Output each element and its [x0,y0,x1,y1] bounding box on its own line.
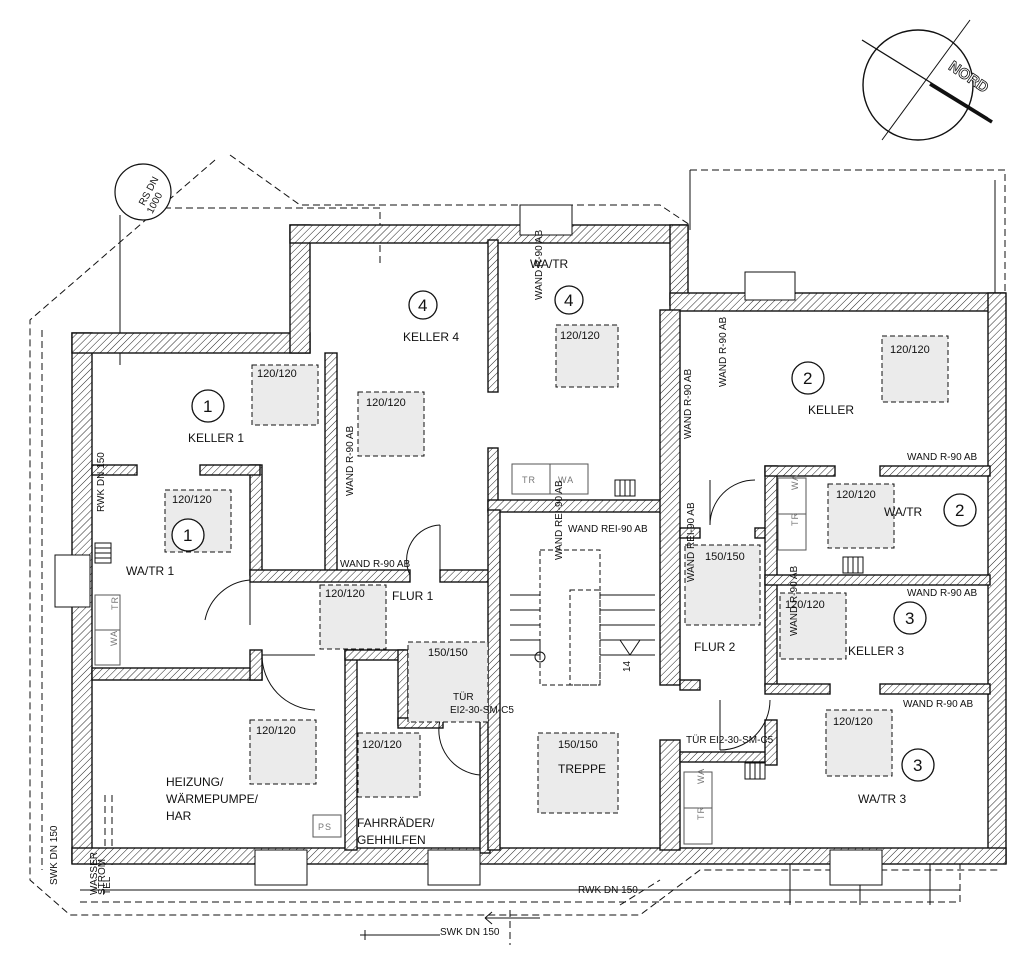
shaft-label: 120/120 [785,599,825,611]
fixture-tr-label: TR [696,806,706,820]
shaft-label: 150/150 [428,647,468,659]
pipe-rwk-bottom: RWK DN 150 [578,885,638,896]
north-compass: NORD [861,19,993,141]
stairs: 14 [510,549,655,686]
room-number-watr3: 3 [913,756,922,775]
room-heizung-label-1: HEIZUNG/ [166,775,224,789]
shaft-label: 120/120 [890,344,930,356]
shaft-label: 120/120 [325,588,365,600]
fixture-tr-label: TR [790,512,800,526]
wall-label: WAND REI-90 AB [568,524,648,535]
room-number-watr4: 4 [564,291,573,310]
walls [54,204,1007,886]
room-number-keller3: 3 [905,609,914,628]
supply-tel: TEL [102,876,113,895]
pipe-rwk-left: RWK DN 150 [96,452,107,512]
room-number-keller1: 1 [203,397,212,416]
wall-label: WAND R-90 AB [907,588,978,599]
wall-label: WAND R-90 AB [907,452,978,463]
fixture-wa-label: WA [790,474,800,490]
pipe-labels: RWK DN 150 SWK DN 150 RWK DN 150 SWK DN … [49,452,638,938]
fixture-wa-label: WA [558,475,574,485]
shaft-label: 120/120 [366,397,406,409]
room-watr4-label: WA/TR [530,257,569,271]
room-keller4-label: KELLER 4 [403,330,459,344]
wall-label: WAND R-90 AB [534,229,545,300]
room-keller2-label: KELLER [808,403,854,417]
shaft-label: 150/150 [558,739,598,751]
room-heizung-label-3: HAR [166,809,192,823]
wall-label: WAND R-90 AB [345,425,356,496]
wall-label: WAND REI-90 AB [686,502,697,582]
shaft-label: 120/120 [560,330,600,342]
fixture-wa-label: WA [696,768,706,784]
room-watr2-label: WA/TR [884,505,923,519]
room-number-watr2: 2 [955,501,964,520]
shaft-label: 120/120 [256,725,296,737]
shaft-label: 120/120 [836,489,876,501]
door-labels: TÜR EI2-30-SM-C5 TÜR EI2-30-SM-C5 [450,691,774,746]
supply-strom: STROM [97,859,108,895]
room-keller1-label: KELLER 1 [188,431,244,445]
fixtures: TR WA TR WA WA TR WA TR PS [94,463,864,845]
room-labels: KELLER 1 WA/TR 1 KELLER 4 WA/TR KELLER W… [126,257,923,847]
room-keller3-label: KELLER 3 [848,644,904,658]
room-watr1-label: WA/TR 1 [126,564,175,578]
shafts: 120/120 120/120 120/120 120/120 120/120 … [164,324,949,814]
wall-labels: WAND R-90 AB WAND R-90 AB WAND R-90 AB W… [340,229,978,710]
room-fahrraeder-label-2: GEHHILFEN [357,833,426,847]
door-label-tuer: TÜR [453,691,474,703]
wall-label: WAND R-90 AB [683,368,694,439]
wall-label: WAND R-90 AB [903,699,974,710]
room-number-keller2: 2 [803,369,812,388]
room-treppe-label: TREPPE [558,762,606,776]
fixture-wa-label: WA [109,630,119,646]
fixture-tr-label: TR [110,596,120,610]
fixture-ps-label: PS [318,822,332,832]
room-numbers: 1 1 4 4 2 2 3 3 [171,285,977,782]
pipe-swk-left: SWK DN 150 [49,825,60,885]
fixture-tr-label: TR [522,475,536,485]
room-flur1-label: FLUR 1 [392,589,434,603]
shaft-label: 120/120 [257,368,297,380]
room-flur2-label: FLUR 2 [694,640,736,654]
room-heizung-label-2: WÄRMEPUMPE/ [166,792,259,806]
door-label-full: TÜR EI2-30-SM-C5 [686,734,774,746]
wall-label: WAND REI-90 AB [554,480,565,560]
rs-manhole: RS DN 1000 [114,163,172,221]
shaft-label: 120/120 [833,716,873,728]
stairs-steps: 14 [622,660,633,672]
room-fahrraeder-label-1: FAHRRÄDER/ [357,816,435,830]
shaft-label: 120/120 [172,494,212,506]
wall-label: WAND R-90 AB [789,565,800,636]
supply-wasser: WASSER [89,852,100,895]
room-number-keller4: 4 [418,296,427,315]
shaft-label: 120/120 [362,739,402,751]
door-label-ei2: EI2-30-SM-C5 [450,705,514,716]
shaft-label: 150/150 [705,551,745,563]
wall-label: WAND R-90 AB [340,559,411,570]
pipe-swk-bottom: SWK DN 150 [440,927,500,938]
room-number-watr1: 1 [183,526,192,545]
wall-label: WAND R-90 AB [718,316,729,387]
room-watr3-label: WA/TR 3 [858,792,907,806]
